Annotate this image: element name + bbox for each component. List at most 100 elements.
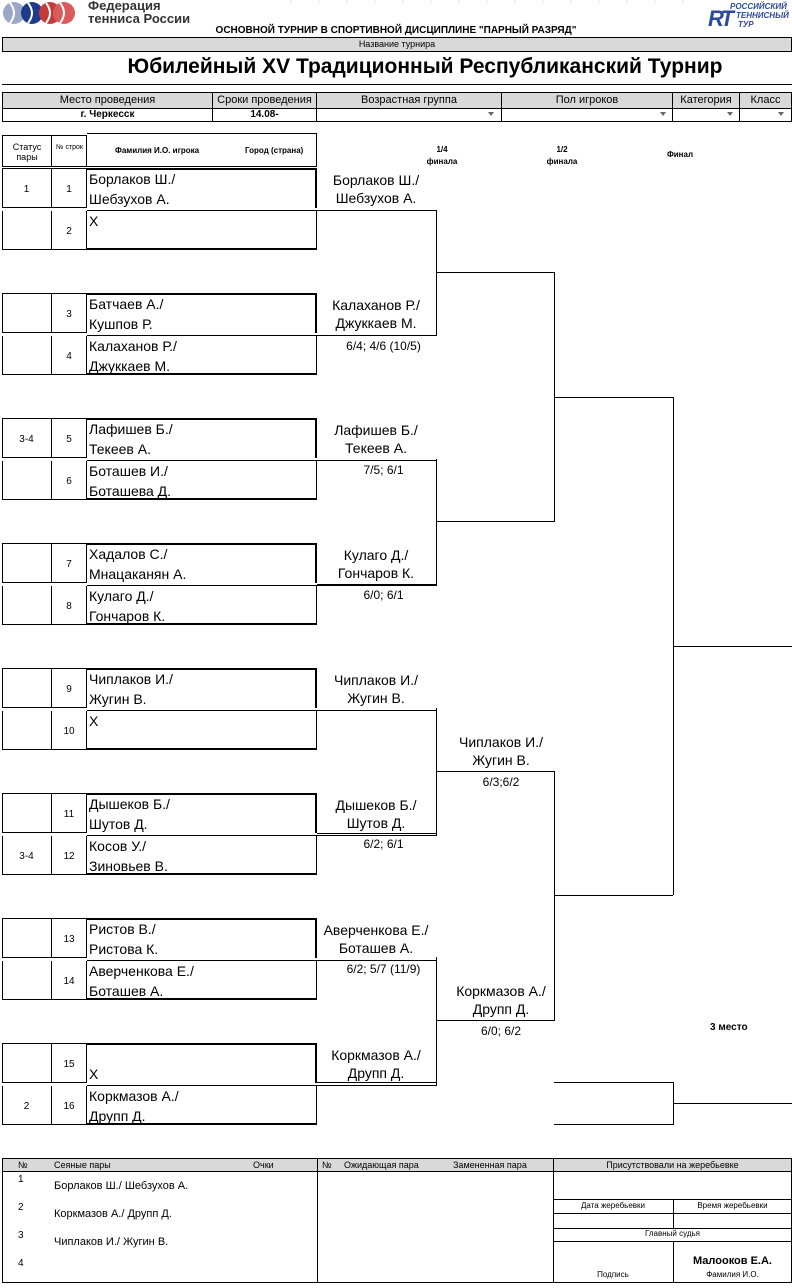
row-num-header: № строк bbox=[55, 144, 83, 151]
row-number: 16 bbox=[63, 1101, 75, 1112]
player-cell[interactable] bbox=[87, 710, 317, 750]
chevron-down-icon[interactable] bbox=[660, 112, 666, 116]
player-cell[interactable] bbox=[87, 418, 317, 458]
row-number: 15 bbox=[63, 1059, 75, 1070]
judge-name-label: Фамилия И.О. bbox=[706, 1270, 759, 1279]
chevron-down-icon[interactable] bbox=[778, 112, 784, 116]
row-number: 4 bbox=[66, 351, 72, 362]
player-cell[interactable] bbox=[87, 835, 317, 875]
qf-player-line-1: Лафишев Б./ bbox=[334, 422, 418, 438]
row-number: 14 bbox=[63, 976, 75, 987]
qf-player-line-1: Кулаго Д./ bbox=[343, 547, 409, 563]
seed-name: Чиплаков И./ Жугин В. bbox=[54, 1236, 169, 1248]
rtt-mark-icon: RT bbox=[708, 6, 734, 31]
status-cell bbox=[2, 711, 52, 750]
status-cell bbox=[2, 668, 52, 708]
row-num-cell bbox=[52, 793, 87, 833]
player-cell[interactable] bbox=[87, 210, 317, 250]
player-cell[interactable] bbox=[87, 585, 317, 625]
gender-select[interactable] bbox=[502, 108, 673, 121]
status-cell bbox=[2, 168, 52, 208]
player-cell[interactable] bbox=[87, 793, 317, 833]
player-cell[interactable] bbox=[87, 918, 317, 958]
row-number: 9 bbox=[66, 684, 72, 695]
player-line-1: Кулаго Д./ bbox=[89, 588, 154, 604]
row-num-cell bbox=[52, 336, 87, 375]
player-cell[interactable] bbox=[87, 668, 317, 708]
player-line-1: Косов У./ bbox=[89, 838, 147, 854]
player-cell[interactable] bbox=[87, 293, 317, 333]
player-line-2: Гончаров К. bbox=[89, 608, 166, 624]
row-num-cell bbox=[52, 961, 87, 1000]
bracket-hline bbox=[317, 210, 437, 211]
main-title: ОСНОВНОЙ ТУРНИР В СПОРТИВНОЙ ДИСЦИПЛИНЕ … bbox=[215, 25, 577, 36]
qf-player-line-1: Дышеков Б./ bbox=[335, 797, 417, 813]
chevron-down-icon[interactable] bbox=[727, 112, 733, 116]
qf-score: 6/4; 4/6 (10/5) bbox=[346, 339, 421, 353]
row-number: 6 bbox=[66, 476, 72, 487]
bracket-hline bbox=[317, 960, 437, 961]
sf-player-line-1: Коркмазов А./ bbox=[456, 983, 546, 999]
row-num-cell bbox=[52, 461, 87, 500]
sf-header-1: 1/2 bbox=[556, 145, 568, 154]
row-num-cell bbox=[52, 836, 87, 875]
row-num-cell bbox=[52, 293, 87, 333]
footer-num-header: № bbox=[18, 1160, 28, 1170]
footer-num2-header: № bbox=[322, 1160, 332, 1170]
judge-name: Малооков Е.А. bbox=[693, 1255, 772, 1267]
player-line-2: Зиновьев В. bbox=[89, 858, 168, 874]
qf-player-line-1: Чиплаков И./ bbox=[334, 672, 418, 688]
pair-status: 3-4 bbox=[19, 851, 34, 862]
seed-number: 4 bbox=[18, 1258, 24, 1269]
sf-player-line-2: Жугин В. bbox=[472, 752, 530, 768]
chevron-down-icon[interactable] bbox=[488, 112, 494, 116]
category-select[interactable] bbox=[673, 108, 740, 121]
row-number: 8 bbox=[66, 601, 72, 612]
row-num-cell bbox=[52, 418, 87, 458]
seed-name: Борлаков Ш./ Шебзухов А. bbox=[54, 1180, 189, 1192]
bracket-hline bbox=[554, 1082, 674, 1083]
footer-points-header: Очки bbox=[253, 1160, 274, 1170]
signature-label: Подпись bbox=[597, 1270, 629, 1279]
qf-score: 6/0; 6/1 bbox=[363, 588, 404, 602]
qf-player-line-2: Гончаров К. bbox=[337, 565, 415, 581]
bracket-hline bbox=[317, 335, 437, 336]
status-cell bbox=[2, 586, 52, 625]
player-cell[interactable] bbox=[87, 335, 317, 375]
status-cell bbox=[2, 461, 52, 500]
qf-header-2: финала bbox=[426, 157, 458, 166]
player-line-1: Дышеков Б./ bbox=[89, 796, 170, 812]
status-cell bbox=[2, 918, 52, 958]
age-group-select[interactable] bbox=[317, 108, 502, 121]
player-cell[interactable] bbox=[87, 1085, 317, 1125]
row-num-cell bbox=[52, 918, 87, 958]
player-cell[interactable] bbox=[87, 168, 317, 208]
third-place-label: 3 место bbox=[710, 1022, 748, 1033]
player-line-1: Борлаков Ш./ bbox=[89, 171, 176, 187]
tournament-name: Юбилейный XV Традиционный Республикански… bbox=[127, 55, 723, 78]
federation-name-line1: Федерация bbox=[88, 0, 161, 13]
bracket-vline bbox=[436, 708, 437, 833]
player-cell[interactable] bbox=[87, 1043, 317, 1083]
sf-player-line-2: Друпп Д. bbox=[472, 1001, 530, 1017]
row-number: 10 bbox=[63, 726, 75, 737]
qf-score: 6/2; 5/7 (11/9) bbox=[346, 962, 421, 976]
qf-player-line-1: Борлаков Ш./ bbox=[332, 172, 420, 188]
player-line-2: Шутов Д. bbox=[89, 816, 148, 832]
player-cell[interactable] bbox=[87, 460, 317, 500]
rtt-line1: РОССИЙСКИЙ bbox=[730, 2, 787, 11]
bracket-hline bbox=[317, 710, 437, 711]
player-cell[interactable] bbox=[87, 960, 317, 1000]
seed-name: Коркмазов А./ Друпп Д. bbox=[54, 1208, 172, 1220]
row-number: 12 bbox=[63, 851, 75, 862]
status-cell bbox=[2, 293, 52, 333]
footer-waiting-header: Ожидающая пара bbox=[344, 1160, 419, 1170]
row-num-cell bbox=[52, 711, 87, 750]
row-num-cell bbox=[52, 1086, 87, 1125]
row-num-cell bbox=[52, 1043, 87, 1083]
status-cell bbox=[2, 211, 52, 250]
player-cell[interactable] bbox=[87, 543, 317, 583]
row-number: 7 bbox=[66, 559, 72, 570]
sf-header-2: финала bbox=[546, 157, 578, 166]
bracket-hline bbox=[436, 1020, 555, 1021]
